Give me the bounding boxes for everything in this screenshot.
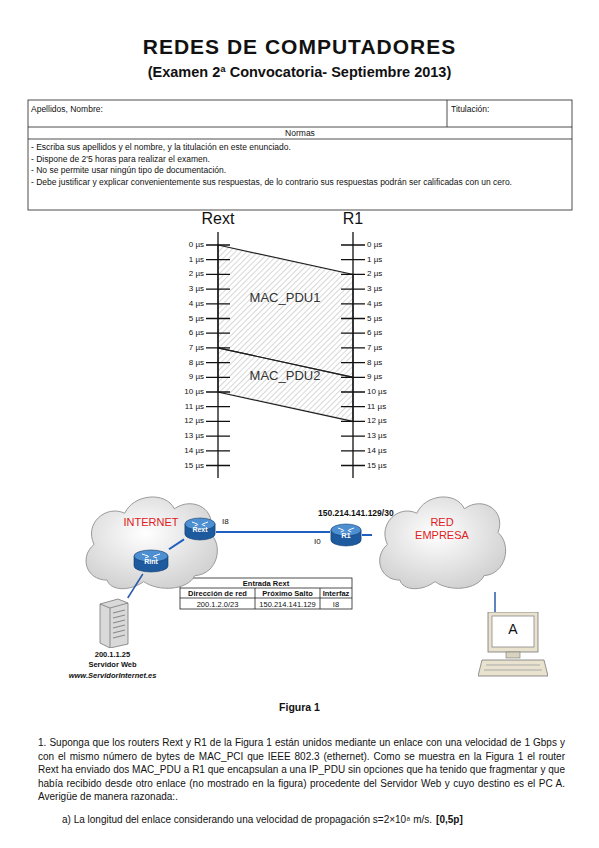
table-cell: 200.1.2.0/23 (180, 600, 255, 609)
interface-label: I8 (222, 517, 242, 527)
table-cell: 150.214.141.129 (255, 600, 320, 609)
time-tick-label: 2 µs (158, 269, 204, 279)
time-axis (341, 232, 365, 478)
time-tick-label: 4 µs (367, 299, 413, 309)
timeline-header: Rext (188, 209, 248, 228)
rule-line: - Debe justificar y explicar conveniente… (31, 177, 569, 188)
time-axis (206, 232, 230, 478)
node-text: Servidor Web (55, 661, 170, 670)
node-text: 200.1.1.25 (55, 651, 170, 660)
rule-line: - Escriba sus apellidos y el nombre, y l… (31, 142, 569, 153)
node-text: Rint (133, 558, 169, 566)
node-text: R1 (330, 532, 362, 541)
time-tick-label: 15 µs (367, 461, 413, 471)
exam-title: REDES DE COMPUTADORES (0, 34, 599, 59)
question-item-text: a) La longitud del enlace considerando u… (62, 814, 432, 825)
question-item: a) La longitud del enlace considerando u… (62, 814, 562, 826)
time-tick-label: 5 µs (367, 314, 413, 324)
question-text: 1. Suponga que los routers Rext y R1 de … (38, 736, 565, 804)
time-tick-label: 12 µs (158, 416, 204, 426)
time-tick-label: 10 µs (367, 387, 413, 397)
form-field: Apellidos, Nombre: (31, 104, 431, 114)
time-tick-label: 6 µs (158, 328, 204, 338)
time-tick-label: 7 µs (158, 343, 204, 353)
routing-table-grid (180, 578, 352, 609)
time-tick-label: 14 µs (158, 446, 204, 456)
time-tick-label: 3 µs (158, 284, 204, 294)
link-line (216, 531, 330, 533)
time-tick-label: 9 µs (158, 372, 204, 382)
network-cloud: RED EMPRESA (372, 488, 512, 592)
time-tick-label: 7 µs (367, 343, 413, 353)
node-text: A (492, 621, 534, 637)
table-cell: Próximo Salto (255, 589, 320, 598)
table-cell: Dirección de red (180, 589, 255, 598)
form-field: Titulación: (451, 104, 569, 114)
rule-line: - Dispone de 2'5 horas para realizar el … (31, 154, 569, 165)
router-node: Rext (184, 516, 216, 542)
time-tick-label: 14 µs (367, 446, 413, 456)
link-line (362, 534, 372, 536)
link-line (128, 574, 143, 598)
mac-pdu-frame (218, 348, 353, 422)
node-text: RED EMPRESA (407, 516, 477, 541)
link-line (494, 592, 496, 612)
time-tick-label: 10 µs (158, 387, 204, 397)
node-text: www.ServidorInternet.es (55, 672, 170, 681)
pc-node: A (478, 612, 548, 678)
figure-caption: Figura 1 (0, 701, 599, 714)
time-tick-label: 0 µs (158, 240, 204, 250)
time-tick-label: 2 µs (367, 269, 413, 279)
table-heading: Normas (28, 128, 572, 138)
time-tick-label: 15 µs (158, 461, 204, 471)
frame-label: MAC_PDU1 (230, 290, 340, 306)
time-tick-label: 3 µs (367, 284, 413, 294)
table-cell: Interfaz (320, 589, 352, 598)
time-tick-label: 11 µs (158, 402, 204, 412)
table-cell: I8 (320, 600, 352, 609)
time-tick-label: 5 µs (158, 314, 204, 324)
exam-subtitle: (Examen 2ª Convocatoria- Septiembre 2013… (0, 64, 599, 81)
time-tick-label: 13 µs (158, 431, 204, 441)
router-node: Rint (133, 548, 169, 574)
node-text: Rext (184, 526, 216, 534)
timeline-header: R1 (323, 209, 383, 228)
table-heading: Entrada Rext (180, 579, 352, 588)
router-node: R1 (330, 522, 362, 548)
time-tick-label: 1 µs (367, 255, 413, 265)
time-tick-label: 8 µs (158, 358, 204, 368)
server-icon (92, 598, 132, 648)
server-node: 200.1.1.25Servidor Web www.ServidorIntern… (55, 598, 170, 698)
time-tick-label: 0 µs (367, 240, 413, 250)
frame-label: MAC_PDU2 (230, 368, 340, 384)
rule-line: - No se permite usar ningún tipo de docu… (31, 165, 569, 176)
time-tick-label: 8 µs (367, 358, 413, 368)
header-table-grid (28, 100, 572, 210)
time-tick-label: 9 µs (367, 372, 413, 382)
link-line (169, 539, 184, 549)
time-tick-label: 11 µs (367, 402, 413, 412)
time-tick-label: 12 µs (367, 416, 413, 426)
time-tick-label: 6 µs (367, 328, 413, 338)
time-tick-label: 1 µs (158, 255, 204, 265)
time-tick-label: 4 µs (158, 299, 204, 309)
score-mark: [0,5p] (436, 814, 463, 825)
time-tick-label: 13 µs (367, 431, 413, 441)
